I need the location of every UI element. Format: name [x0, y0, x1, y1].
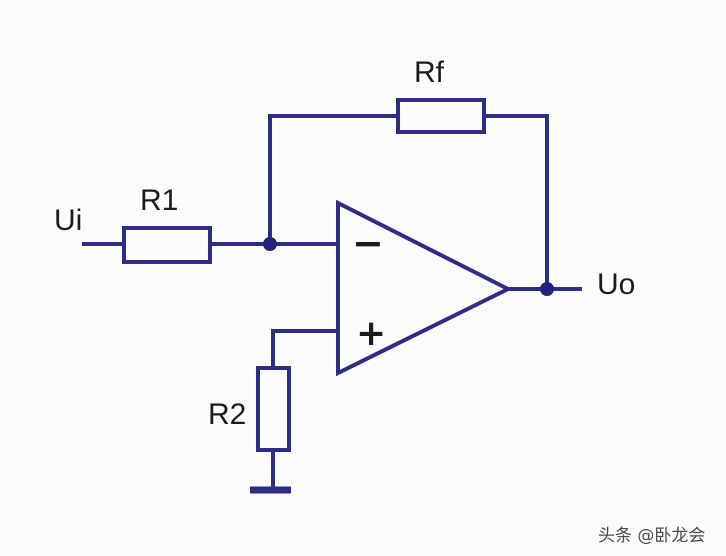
label-rf: Rf: [414, 56, 444, 89]
resistor-r1: [122, 226, 212, 264]
label-output-uo: Uo: [597, 268, 636, 301]
resistor-r2: [256, 366, 291, 452]
junction-dot-input: [263, 237, 277, 251]
watermark: 头条 @卧龙会: [598, 526, 706, 546]
resistor-rf: [396, 98, 486, 134]
label-r2: R2: [208, 398, 247, 431]
label-r1: R1: [140, 184, 179, 217]
op-amp-triangle: [336, 199, 513, 377]
label-input-ui: Ui: [54, 204, 83, 237]
minus-sign: −: [352, 221, 384, 265]
plus-sign: +: [356, 313, 386, 354]
junction-dot-output: [540, 282, 554, 296]
